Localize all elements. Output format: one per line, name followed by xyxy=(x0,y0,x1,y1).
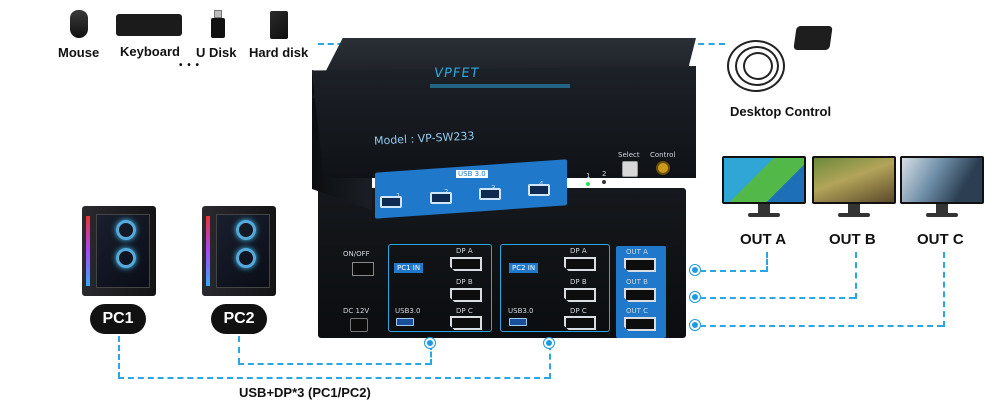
pc1-dp-c-port xyxy=(450,316,482,330)
monitor-out-b xyxy=(812,156,896,218)
pc1-input-group xyxy=(388,244,492,332)
pc1-usb-port xyxy=(396,318,414,326)
desktop-control-label: Desktop Control xyxy=(730,104,832,119)
more-devices-ellipsis: • • • xyxy=(179,60,201,71)
front-usb-port-4 xyxy=(528,184,550,196)
desktop-control-puck-icon xyxy=(793,26,833,50)
pc2-input-group xyxy=(500,244,610,332)
pc2-dp-a-port xyxy=(564,257,596,271)
out-b-dot xyxy=(690,292,700,302)
select-label: Select xyxy=(618,151,640,159)
pc1-connection-dot xyxy=(544,338,554,348)
out-a-port xyxy=(624,258,656,272)
pc1-usb30-label: USB3.0 xyxy=(395,307,421,315)
out-c-dot xyxy=(690,320,700,330)
pc1-dpa-label: DP A xyxy=(456,247,473,255)
mouse-label: Mouse xyxy=(58,45,100,60)
pc2-connector-line xyxy=(238,363,431,365)
out-c-label: OUT C xyxy=(917,231,964,248)
pc2-in-tag: PC2 IN xyxy=(509,263,539,273)
out-b-line xyxy=(700,297,855,299)
on-off-label: ON/OFF xyxy=(343,250,370,258)
harddisk-label: Hard disk xyxy=(249,45,309,60)
monitor-out-a xyxy=(722,156,806,218)
monitor-out-c xyxy=(900,156,984,218)
kvm-front-panel xyxy=(312,66,696,178)
dc12v-label: DC 12V xyxy=(343,307,370,315)
pc1-connector-drop xyxy=(118,336,120,378)
out-c-port-label: OUT C xyxy=(626,307,649,315)
led-2-label: 2 xyxy=(602,170,607,178)
out-a-port-label: OUT A xyxy=(626,248,648,256)
pc2-dp-c-port xyxy=(564,316,596,330)
brand-logo: VPFET xyxy=(432,66,481,81)
out-b-label: OUT B xyxy=(829,231,876,248)
led-1-label: 1 xyxy=(586,172,591,180)
pc2-dp-b-port xyxy=(564,288,596,302)
pc1-dp-b-port xyxy=(450,288,482,302)
pc1-connector-line xyxy=(118,377,550,379)
cable-coil-icon xyxy=(727,40,785,92)
udisk-icon xyxy=(211,10,225,38)
pc2-dpa-label: DP A xyxy=(570,247,587,255)
mouse-icon xyxy=(70,10,88,38)
power-switch xyxy=(352,262,374,276)
pc1-in-tag: PC1 IN xyxy=(394,263,424,273)
bottom-caption: USB+DP*3 (PC1/PC2) xyxy=(239,385,371,400)
pc2-connector-drop xyxy=(238,336,240,364)
front-usb30-label: USB 3.0 xyxy=(456,170,488,178)
front-usb-port-3 xyxy=(479,188,501,200)
front-usb-port-2 xyxy=(430,192,452,204)
pc2-dpc-label: DP C xyxy=(570,307,587,315)
control-jack xyxy=(656,161,670,175)
out-b-port-label: OUT B xyxy=(626,278,648,286)
out-c-line xyxy=(700,325,943,327)
udisk-label: U Disk xyxy=(196,45,237,60)
pc1-dpb-label: DP B xyxy=(456,278,473,286)
out-a-label: OUT A xyxy=(740,231,787,248)
select-button[interactable] xyxy=(622,161,638,177)
control-connector-line xyxy=(667,43,725,45)
led-2 xyxy=(602,180,606,184)
pc2-usb-port xyxy=(509,318,527,326)
pc2-connection-dot xyxy=(425,338,435,348)
control-label: Control xyxy=(650,151,676,159)
pc1-dp-a-port xyxy=(450,257,482,271)
led-1 xyxy=(586,182,590,186)
pc1-dpc-label: DP C xyxy=(456,307,473,315)
pc2-tower-icon xyxy=(202,206,276,296)
front-usb-port-1 xyxy=(380,196,402,208)
out-b-port xyxy=(624,288,656,302)
hard-disk-icon xyxy=(270,11,288,39)
dc-jack xyxy=(350,318,368,332)
out-c-port xyxy=(624,317,656,331)
pc2-dpb-label: DP B xyxy=(570,278,587,286)
pc2-usb30-label: USB3.0 xyxy=(508,307,534,315)
out-a-line xyxy=(700,270,766,272)
out-a-dot xyxy=(690,265,700,275)
pc1-tower-icon xyxy=(82,206,156,296)
keyboard-label: Keyboard xyxy=(120,44,180,59)
pc1-badge: PC1 xyxy=(90,304,146,334)
pc2-badge: PC2 xyxy=(211,304,267,334)
keyboard-icon xyxy=(116,14,182,36)
